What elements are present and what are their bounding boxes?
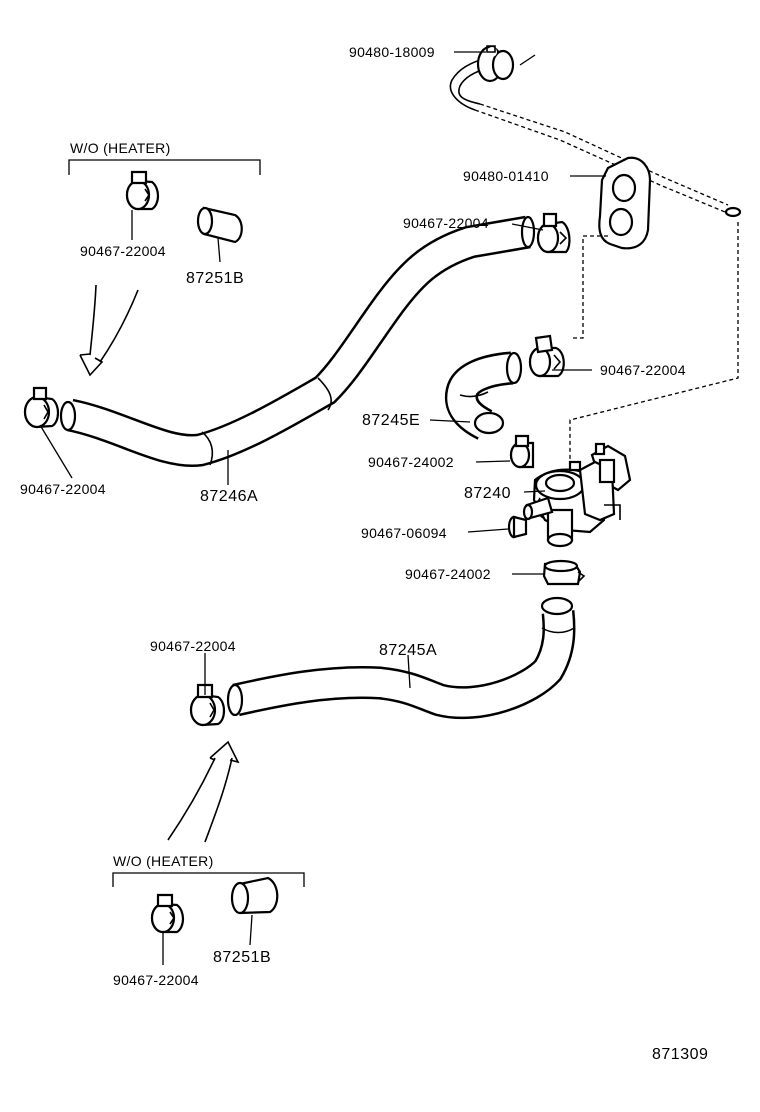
group-bracket xyxy=(112,872,305,887)
part-label: 87251B xyxy=(186,270,244,287)
group-label: W/O (HEATER) xyxy=(70,140,171,156)
part-label: 90467-22004 xyxy=(150,638,236,654)
part-label: 90480-01410 xyxy=(463,168,549,184)
clamp-90467-22004 xyxy=(150,893,185,934)
cable-grommet xyxy=(476,45,515,83)
part-label: 90467-22004 xyxy=(113,972,199,988)
figure-number: 871309 xyxy=(652,1046,708,1063)
part-label: 87245E xyxy=(362,412,420,429)
replacement-arrow xyxy=(79,284,139,377)
clamp-90467-22004 xyxy=(125,170,160,211)
alignment-line xyxy=(570,235,608,339)
part-label: 90467-22004 xyxy=(80,243,166,259)
clamp-90467-24002 xyxy=(542,559,586,586)
leader-lines xyxy=(39,51,606,965)
plug-87251B xyxy=(230,876,279,915)
clamp-90467-22004 xyxy=(536,212,571,254)
group-label: W/O (HEATER) xyxy=(113,853,214,869)
part-label: 90467-22004 xyxy=(600,362,686,378)
part-label: 90467-06094 xyxy=(361,525,447,541)
clamp-90467-24002 xyxy=(509,434,535,469)
replacement-arrow xyxy=(167,740,240,843)
plug-87251B xyxy=(196,206,243,244)
clamp-90467-22004 xyxy=(23,386,60,429)
part-label: 87245A xyxy=(379,642,437,659)
firewall-grommet xyxy=(598,156,652,250)
control-cable xyxy=(449,54,742,218)
part-label: 90467-24002 xyxy=(405,566,491,582)
part-label: 90467-24002 xyxy=(368,454,454,470)
group-bracket xyxy=(68,159,261,175)
part-label: 90467-22004 xyxy=(403,215,489,231)
hose-87245E xyxy=(444,351,523,440)
clamp-90467-22004 xyxy=(189,683,226,727)
part-label: 87246A xyxy=(200,488,258,505)
part-label: 90480-18009 xyxy=(349,44,435,60)
hose-87245A xyxy=(226,596,576,720)
part-label: 87240 xyxy=(464,485,511,502)
clip-90467-06094 xyxy=(507,515,528,539)
part-label: 87251B xyxy=(213,949,271,966)
part-label: 90467-22004 xyxy=(20,481,106,497)
heater-valve-87240 xyxy=(522,442,632,548)
clamp-90467-22004 xyxy=(528,334,565,378)
hose-87246A xyxy=(59,215,536,468)
alignment-line xyxy=(569,222,739,470)
